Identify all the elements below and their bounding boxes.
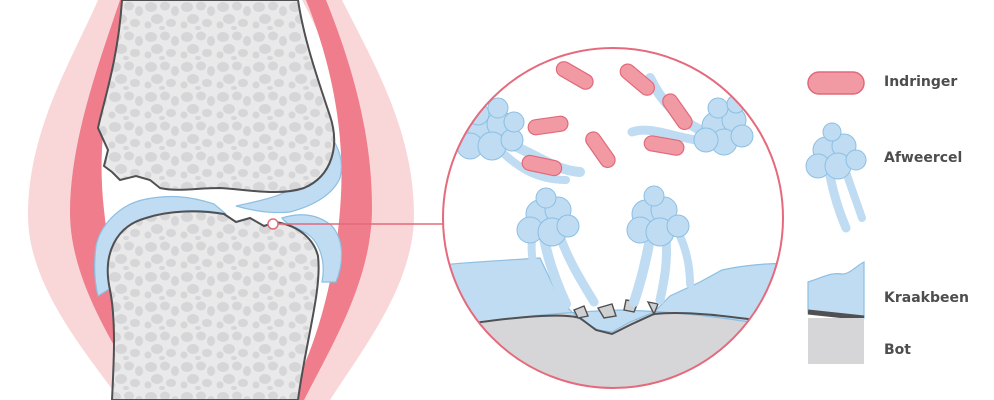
legend-label-bone: Bot <box>884 342 911 358</box>
magnify-spot <box>268 219 278 229</box>
legend-label-immune-cell: Afweercel <box>884 150 962 166</box>
invader-icon <box>808 72 864 94</box>
zoom-circle <box>430 48 800 400</box>
cartilage-icon <box>808 262 864 318</box>
bone-icon <box>808 318 864 364</box>
lower-bone <box>108 211 319 400</box>
upper-bone <box>98 0 334 192</box>
legend-label-cartilage: Kraakbeen <box>884 290 969 306</box>
immune-cell-icon <box>806 123 866 228</box>
legend-label-invader: Indringer <box>884 74 957 90</box>
legend-icons <box>806 72 866 364</box>
